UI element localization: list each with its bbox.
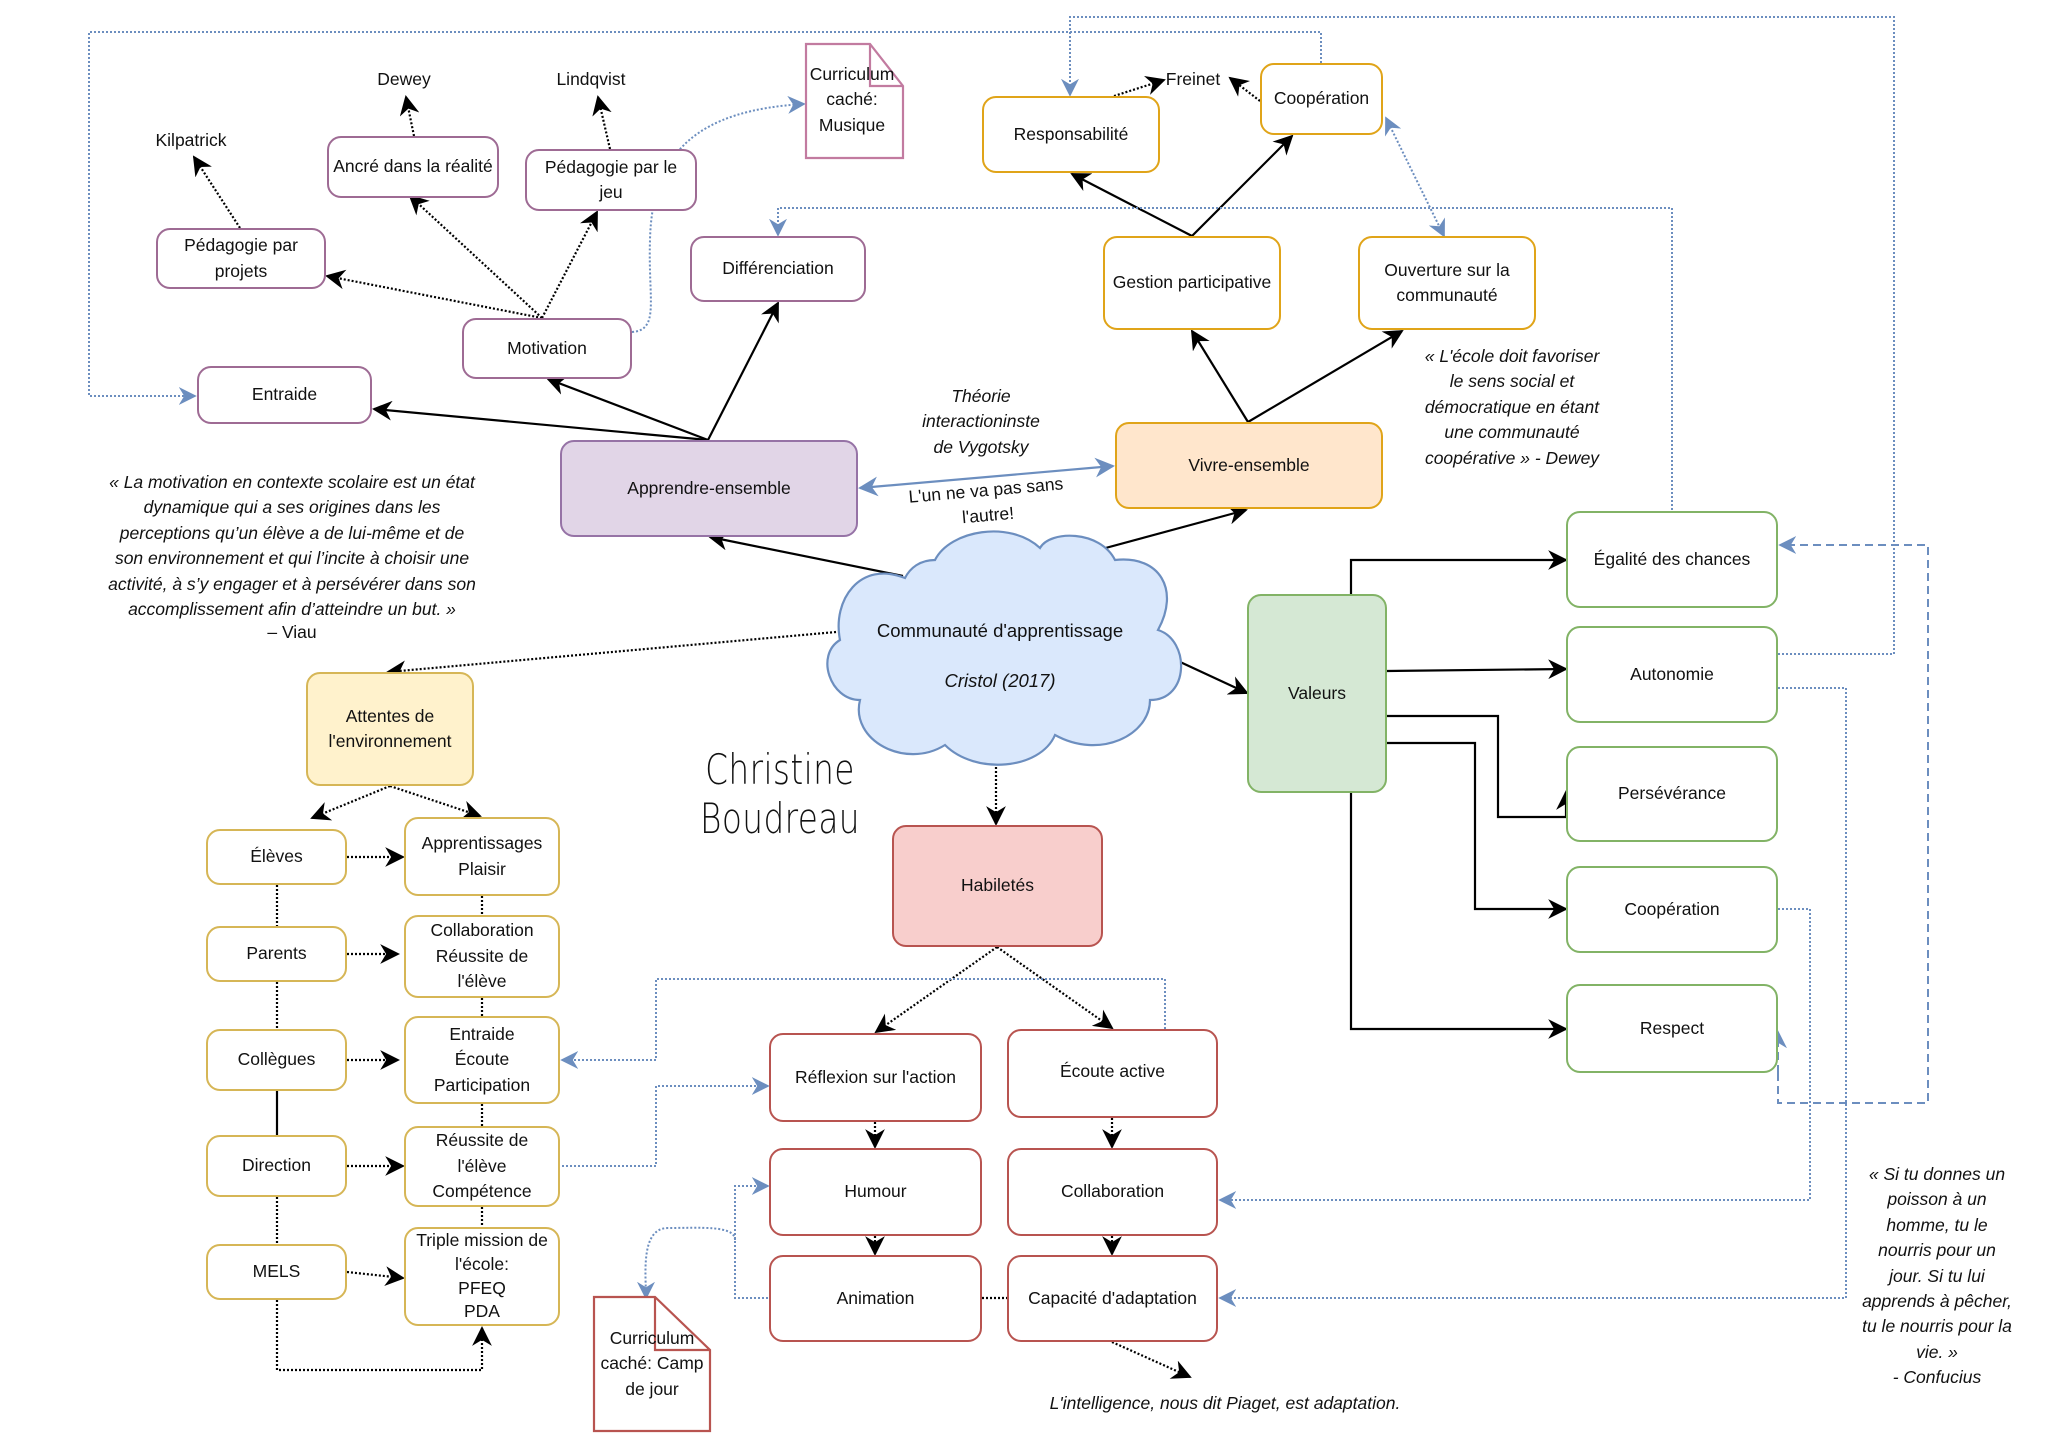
- doc-curriculum-musique[interactable]: Curriculum caché: Musique: [809, 64, 895, 135]
- edge-apprendre-differenciation: [707, 301, 779, 441]
- cloud-shape: [826, 530, 1183, 766]
- edge-projets-kilpatrick: [192, 155, 241, 229]
- node-valeur-respect[interactable]: Respect: [1566, 984, 1778, 1073]
- edge-vivre-ouverture: [1247, 329, 1404, 423]
- edge-gestion-cooperation: [1191, 134, 1294, 237]
- edge-realite-dewey: [399, 95, 420, 137]
- link-cooperation-entraide: [88, 31, 1322, 405]
- node-entraide[interactable]: Entraide: [197, 366, 372, 424]
- doc-camp-shape: [592, 1295, 712, 1433]
- author-dewey: Dewey: [377, 69, 431, 89]
- author-lindqvist: Lindqvist: [556, 69, 626, 89]
- node-habilete-animation[interactable]: Animation: [769, 1255, 982, 1342]
- link-respect-egalite: [1777, 536, 1929, 1104]
- node-habilete-reflexion[interactable]: Réflexion sur l'action: [769, 1033, 982, 1122]
- node-attentes-environnement[interactable]: Attentes de l'environnement: [306, 672, 474, 786]
- node-expectation-reussite[interactable]: Réussite de l'élève Compétence: [404, 1126, 560, 1207]
- edge-valeurs-respect: [1349, 793, 1568, 1039]
- link-cooperation-collaboration: [1218, 908, 1811, 1209]
- node-expectation-triple-mission[interactable]: Triple mission de l'école: PFEQ PDA: [404, 1227, 560, 1326]
- link-animation-humour: [734, 1177, 770, 1299]
- link-ouverture-cooperation: [1385, 116, 1445, 238]
- node-expectation-apprentissages[interactable]: Apprentissages Plaisir: [404, 817, 560, 896]
- link-ecoute-collegues: [560, 978, 1166, 1069]
- center-cloud-source: Cristol (2017): [944, 670, 1056, 691]
- edge-attentes-apprentissages: [389, 784, 482, 820]
- node-motivation[interactable]: Motivation: [462, 318, 632, 379]
- quote-dewey: « L'école doit favoriser le sens social …: [1424, 346, 1600, 468]
- edge-attentes-eleves: [310, 784, 391, 821]
- center-cloud-label: Communauté d'apprentissage: [876, 620, 1124, 641]
- edge-gestion-responsabilite: [1070, 173, 1193, 237]
- node-gestion-participative[interactable]: Gestion participative: [1103, 236, 1281, 330]
- node-pedagogie-jeu[interactable]: Pédagogie par le jeu: [525, 149, 697, 211]
- node-actor-mels[interactable]: MELS: [206, 1244, 347, 1300]
- doc-musique-shape: [804, 42, 905, 160]
- node-habilete-collaboration[interactable]: Collaboration: [1007, 1148, 1218, 1236]
- edge-adaptation-piaget: [1111, 1340, 1192, 1379]
- quote-confucius: « Si tu donnes un poisson à un homme, tu…: [1862, 1164, 2012, 1387]
- cross-links: [88, 16, 1895, 1307]
- edge-valeurs-egalite: [1349, 550, 1568, 594]
- author-freinet: Freinet: [1165, 69, 1221, 89]
- link-autonomie-responsabilite: [1061, 16, 1895, 655]
- node-differenciation[interactable]: Différenciation: [690, 236, 866, 302]
- edge-valeurs-perseverance: [1387, 714, 1576, 819]
- node-valeur-egalite[interactable]: Égalité des chances: [1566, 511, 1778, 608]
- node-habilete-ecoute[interactable]: Écoute active: [1007, 1029, 1218, 1118]
- edge-motivation-realite: [408, 194, 543, 319]
- author-signature: Christine Boudreau: [700, 745, 860, 843]
- author-kilpatrick: Kilpatrick: [155, 130, 227, 150]
- dotted-connectors: [192, 76, 1261, 1379]
- node-vivre-ensemble[interactable]: Vivre-ensemble: [1115, 422, 1383, 509]
- node-valeur-perseverance[interactable]: Persévérance: [1566, 746, 1778, 842]
- link-autonomie-adaptation: [1218, 687, 1847, 1307]
- annotation-theorie-vygotsky: Théorie interactioninste de Vygotsky: [922, 386, 1040, 457]
- node-apprendre-ensemble[interactable]: Apprendre-ensemble: [560, 440, 858, 537]
- edge-valeurs-autonomie: [1386, 659, 1568, 680]
- node-valeur-autonomie[interactable]: Autonomie: [1566, 626, 1778, 723]
- node-expectation-entraide[interactable]: Entraide Écoute Participation: [404, 1016, 560, 1104]
- node-responsabilite[interactable]: Responsabilité: [982, 96, 1160, 173]
- edge-habiletes-reflexion: [874, 946, 998, 1034]
- edge-motivation-projets: [325, 269, 543, 320]
- quote-piaget: L'intelligence, nous dit Piaget, est ada…: [1049, 1393, 1401, 1413]
- edge-cooperation-freinet: [1228, 76, 1261, 102]
- node-actor-collegues[interactable]: Collègues: [206, 1029, 347, 1091]
- node-pedagogie-projets[interactable]: Pédagogie par projets: [156, 228, 326, 289]
- edge-motivation-jeu: [541, 210, 598, 319]
- edge-habiletes-ecoute: [996, 946, 1114, 1030]
- edge-valeurs-cooperation: [1387, 741, 1568, 919]
- node-valeurs[interactable]: Valeurs: [1247, 594, 1387, 793]
- link-reflexion-reussite: [562, 1077, 770, 1167]
- node-ouverture-communaute[interactable]: Ouverture sur la communauté: [1358, 236, 1536, 330]
- node-ancre-realite[interactable]: Ancré dans la réalité: [327, 136, 499, 198]
- edge-mels-triple: [346, 1266, 405, 1286]
- edge-apprendre-motivation: [546, 376, 709, 442]
- edge-vivre-gestion: [1190, 329, 1249, 423]
- edge-cloud-apprendre: [708, 530, 904, 578]
- quote-viau-author: – Viau: [267, 622, 317, 642]
- quote-viau: « La motivation en contexte scolaire est…: [108, 472, 476, 619]
- edge-apprendre-entraide: [372, 400, 709, 442]
- doc-curriculum-camp[interactable]: Curriculum caché: Camp de jour: [600, 1328, 704, 1399]
- node-habiletes[interactable]: Habiletés: [892, 825, 1103, 947]
- edge-responsabilite-freinet: [1113, 76, 1166, 98]
- node-valeur-cooperation[interactable]: Coopération: [1566, 866, 1778, 953]
- node-habilete-adaptation[interactable]: Capacité d'adaptation: [1007, 1255, 1218, 1342]
- node-expectation-collaboration[interactable]: Collaboration Réussite de l'élève: [404, 915, 560, 998]
- link-animation-camp: [636, 1226, 736, 1300]
- node-habilete-humour[interactable]: Humour: [769, 1148, 982, 1236]
- edge-mels-triple-loop: [275, 1300, 492, 1372]
- link-egalite-differenciation: [769, 207, 1673, 510]
- edge-apprendre-vivre: [858, 457, 1115, 497]
- node-actor-direction[interactable]: Direction: [206, 1135, 347, 1197]
- node-actor-eleves[interactable]: Élèves: [206, 829, 347, 885]
- node-cooperation-vivre[interactable]: Coopération: [1260, 63, 1383, 135]
- edge-cloud-attentes: [386, 630, 837, 681]
- node-actor-parents[interactable]: Parents: [206, 926, 347, 982]
- edge-jeu-lindqvist: [592, 95, 612, 150]
